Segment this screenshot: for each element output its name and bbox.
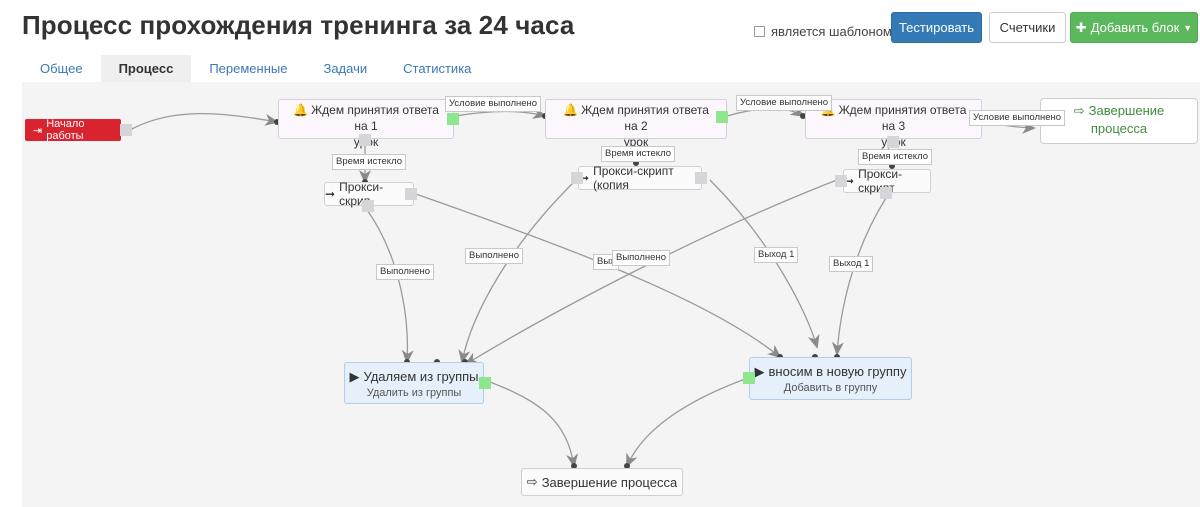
edge-add-end <box>626 377 749 468</box>
wait-node-2[interactable]: 🔔Ждем принятия ответа на 2 урок <box>545 99 727 149</box>
add-block-label: Добавить блок <box>1090 20 1180 35</box>
finish-node-top-line2: процесса <box>1090 121 1148 136</box>
proxy-node-3-label: Прокси-скрипт <box>858 167 903 195</box>
wait-node-2-success-port[interactable] <box>716 111 728 123</box>
remove-from-group-node[interactable]: ▶Удаляем из группы Удалить из группы <box>344 362 484 404</box>
edge-label-done-3: Выполнено <box>612 250 670 266</box>
wait-node-3[interactable]: 🔔Ждем принятия ответа на 3 урок <box>805 99 982 149</box>
play-icon: ▶ <box>754 364 765 379</box>
add-to-group-subtitle: Добавить в группу <box>783 382 878 394</box>
wait-node-1[interactable]: 🔔Ждем принятия ответа на 1 урок <box>278 99 454 149</box>
edge-wait1-wait2 <box>454 107 547 119</box>
process-canvas[interactable]: ⇥ Начало работы 🔔Ждем принятия ответа на… <box>22 82 1200 507</box>
proxy-node-2-port-left[interactable] <box>571 172 583 184</box>
checkbox-box[interactable] <box>754 26 765 37</box>
sign-out-icon: ⇨ <box>1073 103 1085 118</box>
wait-node-1-success-port[interactable] <box>447 113 459 125</box>
edge-label-condition-3: Условие выполнено <box>969 110 1066 126</box>
edge-proxy3-remove <box>464 177 843 366</box>
edge-proxy1-remove <box>366 209 414 364</box>
wait-node-3-timeout-port[interactable] <box>887 136 899 148</box>
proxy-node-2[interactable]: ➞ Прокси-скрипт (копия <box>578 164 702 192</box>
finish-node-top[interactable]: ⇨Завершение процесса <box>1040 98 1198 144</box>
add-to-group-node[interactable]: ▶вносим в новую группу Добавить в группу <box>749 357 912 400</box>
edge-label-done-2: Выполнено <box>465 248 523 264</box>
proxy-node-3-port-left[interactable] <box>835 175 847 187</box>
edge-label-condition-1: Условие выполнено <box>445 96 542 112</box>
counters-button[interactable]: Счетчики <box>989 12 1066 43</box>
remove-from-group-title: Удаляем из группы <box>363 369 479 384</box>
page-title: Процесс прохождения тренинга за 24 часа <box>22 10 575 40</box>
edge-proxy1-add <box>409 191 782 359</box>
template-checkbox[interactable]: является шаблоном <box>754 24 892 39</box>
tab-statistics[interactable]: Статистика <box>403 61 472 76</box>
wait-node-1-line1: Ждем принятия ответа на 1 <box>311 103 439 133</box>
finish-node-bottom-label: Завершение процесса <box>541 474 678 490</box>
edge-label-exit-2: Выход 1 <box>754 247 799 263</box>
proxy-node-1-port-right[interactable] <box>405 188 417 200</box>
proxy-node-3-port-bottom[interactable] <box>880 187 892 199</box>
remove-from-group-subtitle: Удалить из группы <box>366 387 462 399</box>
template-checkbox-label: является шаблоном <box>771 24 892 39</box>
proxy-node-2-label: Прокси-скрипт (копия <box>593 164 674 192</box>
caret-down-icon: ▼ <box>1183 22 1193 33</box>
edge-start-wait1 <box>129 112 279 131</box>
tab-tasks[interactable]: Задачи <box>323 61 368 76</box>
sign-in-icon: ⇥ <box>33 124 43 137</box>
start-port[interactable] <box>120 124 132 136</box>
proxy-node-1-label: Прокси-скрип <box>339 180 384 208</box>
edge-proxy2-remove <box>458 176 580 364</box>
play-icon: ▶ <box>349 369 360 384</box>
proxy-node-1-port-bottom[interactable] <box>362 200 374 212</box>
edge-label-timeout-3: Время истекло <box>858 149 932 165</box>
tab-variables[interactable]: Переменные <box>209 61 288 76</box>
edge-remove-end <box>489 381 579 468</box>
plus-icon: ✚ <box>1075 19 1087 35</box>
add-to-group-title: вносим в новую группу <box>768 364 907 379</box>
edge-label-condition-2: Условие выполнено <box>736 95 833 111</box>
wait-node-2-line2: урок <box>623 135 649 149</box>
add-block-button[interactable]: ✚ Добавить блок ▼ <box>1070 12 1198 43</box>
tabs-bar: Общее Процесс Переменные Задачи Статисти… <box>22 55 489 82</box>
edge-proxy2-add <box>709 179 820 349</box>
finish-node-top-line1: Завершение <box>1088 103 1165 118</box>
add-node-success-port[interactable] <box>743 372 755 384</box>
remove-node-success-port[interactable] <box>479 377 491 389</box>
test-button[interactable]: Тестировать <box>891 12 982 43</box>
wait-node-2-line1: Ждем принятия ответа на 2 <box>581 103 709 133</box>
start-node[interactable]: ⇥ Начало работы <box>25 118 121 142</box>
edge-label-timeout-1: Время истекло <box>332 154 406 170</box>
arrow-right-icon: ➞ <box>579 171 590 185</box>
proxy-node-2-port-right[interactable] <box>695 172 707 184</box>
finish-node-bottom[interactable]: ⇨ Завершение процесса <box>521 468 683 496</box>
wait-node-3-line1: Ждем принятия ответа на 3 <box>838 103 967 133</box>
wait-node-1-timeout-port[interactable] <box>359 134 371 146</box>
bell-icon: 🔔 <box>563 103 579 117</box>
bell-icon: 🔔 <box>293 103 309 117</box>
tab-process[interactable]: Процесс <box>100 55 192 82</box>
sign-out-icon: ⇨ <box>526 474 538 489</box>
tab-general[interactable]: Общее <box>40 61 83 76</box>
edge-proxy3-add <box>831 197 887 356</box>
edge-label-done-1: Выполнено <box>376 264 434 280</box>
edge-label-exit-3: Выход 1 <box>829 256 874 272</box>
arrow-right-icon: ➞ <box>325 187 336 201</box>
edge-label-timeout-2: Время истекло <box>601 146 675 162</box>
arrow-right-icon: ➞ <box>844 174 855 188</box>
start-node-label: Начало работы <box>46 118 85 142</box>
